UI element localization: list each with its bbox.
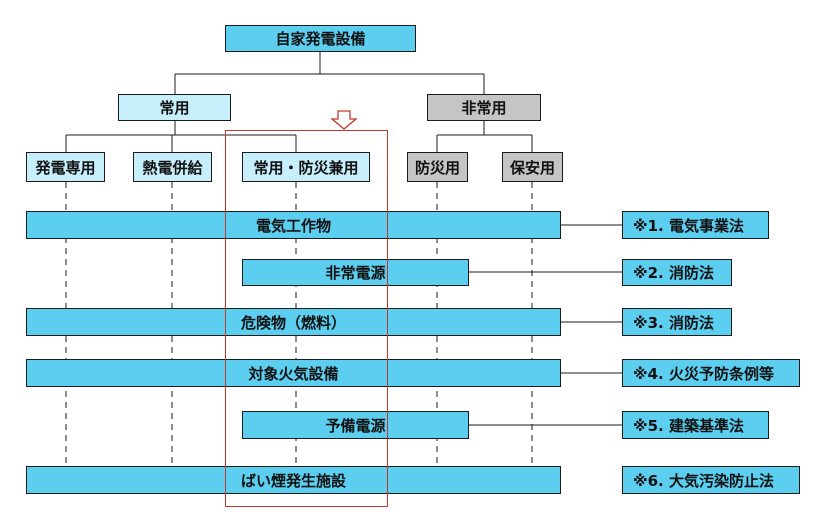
bar-emergency-power: 非常電源 bbox=[242, 259, 469, 286]
law-electricity-business: ※1. 電気事業法 bbox=[622, 211, 769, 239]
subcategory-dedicated: 発電専用 bbox=[26, 152, 105, 182]
law-fire-prevention-ordinance: ※4. 火災予防条例等 bbox=[622, 359, 800, 387]
subcategory-security: 保安用 bbox=[502, 152, 563, 182]
category-emergency: 非常用 bbox=[427, 94, 541, 121]
highlight-frame bbox=[225, 130, 388, 507]
bar-hazardous: 危険物（燃料） bbox=[26, 308, 561, 336]
subcategory-disaster: 防災用 bbox=[407, 152, 468, 182]
law-air-pollution-control: ※6. 大気汚染防止法 bbox=[622, 466, 800, 494]
subcategory-cogeneration: 熱電併給 bbox=[133, 152, 212, 182]
root-node: 自家発電設備 bbox=[225, 25, 416, 52]
bar-standby-power: 予備電源 bbox=[242, 411, 469, 439]
category-regular: 常用 bbox=[118, 94, 231, 121]
bar-fire-equipment: 対象火気設備 bbox=[26, 359, 561, 387]
bar-smoke-facility: ばい煙発生施設 bbox=[26, 466, 561, 494]
law-fire-service-3: ※3. 消防法 bbox=[622, 308, 732, 336]
law-building-standards: ※5. 建築基準法 bbox=[622, 411, 769, 439]
law-fire-service-2: ※2. 消防法 bbox=[622, 259, 732, 286]
down-arrow-outline-icon bbox=[330, 110, 358, 130]
subcategory-dual: 常用・防災兼用 bbox=[242, 152, 370, 182]
bar-electrical-works: 電気工作物 bbox=[26, 211, 561, 239]
